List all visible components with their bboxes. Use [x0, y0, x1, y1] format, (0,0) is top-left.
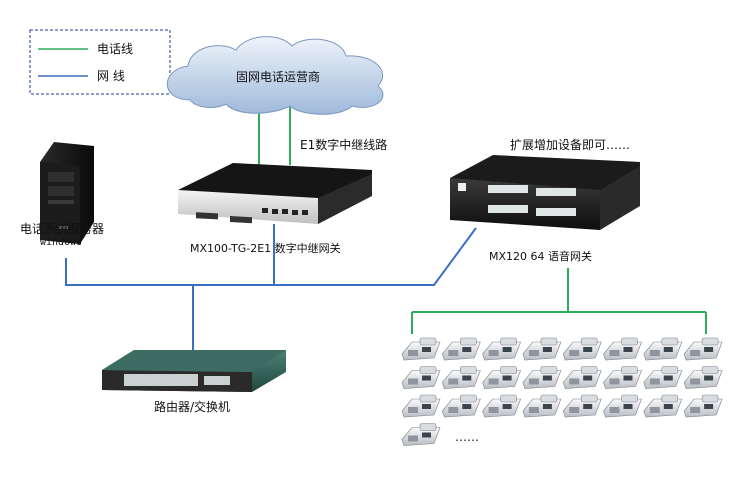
desk-phone-icon: [643, 337, 683, 361]
trunk-label: E1数字中继线路: [300, 138, 388, 152]
desk-phone-icon: [482, 366, 522, 389]
phone-lines: [258, 104, 707, 334]
desk-phone-icon: [562, 337, 602, 361]
desk-phone-icon: [522, 394, 562, 418]
rack-gateway-icon: [178, 163, 372, 224]
gateway-e1-label: MX100-TG-2E1 数字中继网关: [190, 242, 341, 255]
server-os-label: windows: [40, 237, 83, 248]
legend: [29, 29, 171, 95]
phone-grid: [401, 337, 723, 446]
tower-server-icon: [40, 142, 94, 244]
desk-phone-icon: [603, 394, 642, 418]
desk-phone-icon: [643, 366, 683, 389]
cloud-label: 固网电话运营商: [236, 70, 321, 84]
phones-more-label: ……: [455, 430, 479, 444]
desk-phone-icon: [562, 394, 602, 418]
desk-phone-icon: [522, 366, 562, 389]
desk-phone-icon: [683, 394, 723, 418]
network-lines: [65, 224, 477, 350]
legend-frame: [29, 29, 171, 95]
desk-phone-icon: [643, 394, 683, 418]
desk-phone-icon: [441, 337, 481, 361]
desk-phone-icon: [441, 366, 481, 389]
legend-network-line-label: 网 线: [97, 69, 125, 83]
desk-phone-icon: [441, 394, 481, 418]
desk-phone-icon: [401, 337, 441, 361]
gateway-voice-label: MX120 64 语音网关: [489, 250, 593, 263]
desk-phone-icon: [401, 423, 441, 446]
rack-gateway-icon-voice: [450, 155, 640, 230]
desk-phone-icon: [603, 337, 642, 361]
legend-phone-line-label: 电话线: [97, 42, 134, 56]
server-label: 电话系统服务器: [20, 222, 105, 236]
lan-bus-line: [65, 227, 477, 286]
desk-phone-icon: [562, 366, 602, 389]
desk-phone-icon: [401, 394, 441, 418]
desk-phone-icon: [522, 337, 562, 361]
desk-phone-icon: [482, 337, 522, 361]
desk-phone-icon: [683, 337, 723, 361]
desk-phone-icon: [482, 394, 522, 418]
desk-phone-icon: [683, 366, 723, 389]
expand-label: 扩展增加设备即可……: [510, 138, 631, 152]
network-switch-icon: [102, 350, 286, 392]
desk-phone-icon: [603, 366, 642, 389]
router-label: 路由器/交换机: [154, 400, 231, 414]
desk-phone-icon: [401, 366, 441, 389]
cloud-icon: [166, 36, 384, 115]
